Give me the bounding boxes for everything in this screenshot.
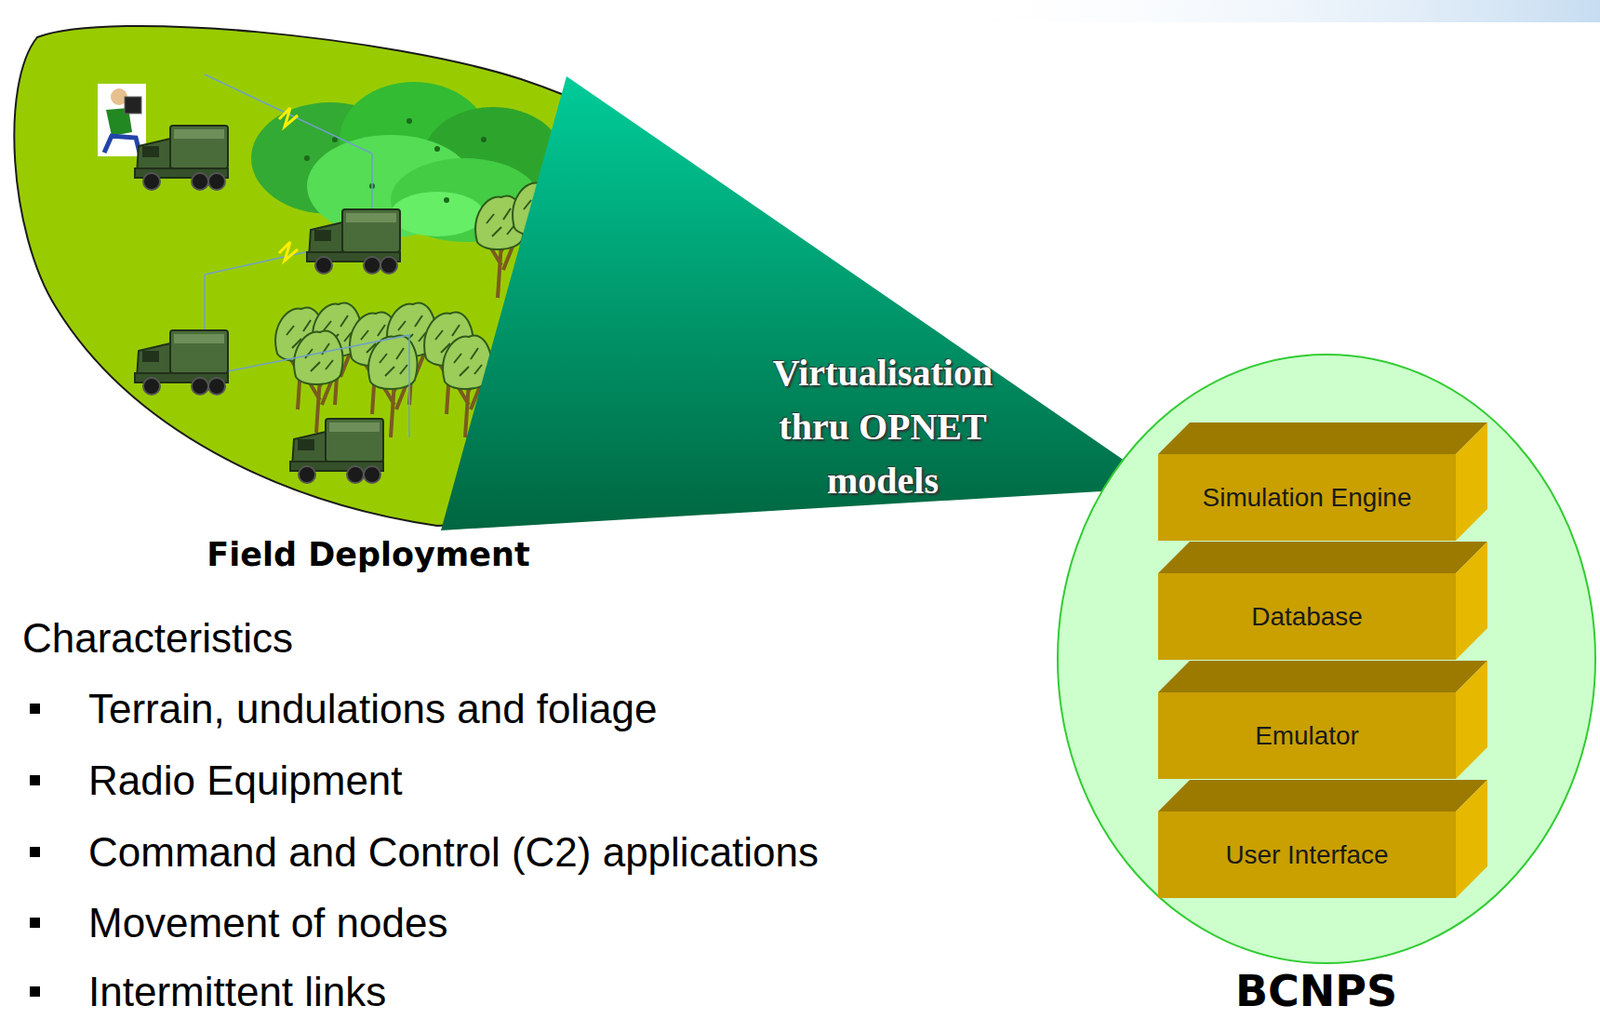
block-3d [1158, 660, 1494, 779]
triangle-fill [440, 76, 1164, 531]
block-3d [1158, 422, 1494, 541]
bcnps-ellipse: BCNPSSimulation EngineDatabaseEmulatorUs… [1055, 352, 1598, 965]
layer-block: User Interface [1158, 811, 1456, 898]
bullet-square [29, 846, 40, 857]
bullet-square [29, 774, 40, 786]
list-heading: Characteristics [22, 614, 294, 662]
layer-block: Simulation Engine [1158, 453, 1456, 541]
triangle-shape [440, 76, 1164, 531]
bullet-item: Movement of nodes [88, 899, 448, 947]
bullet-square [29, 917, 40, 928]
layer-label: Simulation Engine [1158, 480, 1456, 515]
bullet-item: Terrain, undulations and foliage [88, 685, 658, 733]
layer-label: Emulator [1158, 719, 1456, 753]
bullet-item: Radio Equipment [88, 757, 403, 804]
bullet-square [29, 703, 40, 714]
block-3d [1158, 541, 1494, 660]
layer-label: User Interface [1158, 838, 1456, 872]
bullet-square [29, 986, 40, 997]
layer-block: Emulator [1158, 692, 1456, 779]
region-name: Field Deployment [173, 533, 564, 575]
layer-block: Database [1158, 573, 1456, 660]
virtualisation-triangle: Virtualisation thru OPNET models [440, 76, 1164, 531]
bullet-item: Command and Control (C2) applications [88, 828, 819, 876]
system-name: BCNPS [1055, 966, 1577, 1015]
triangle-label: Virtualisation thru OPNET models [747, 346, 1018, 508]
layer-label: Database [1158, 600, 1456, 634]
bullet-item: Intermittent links [88, 968, 387, 1015]
block-3d [1158, 779, 1494, 898]
